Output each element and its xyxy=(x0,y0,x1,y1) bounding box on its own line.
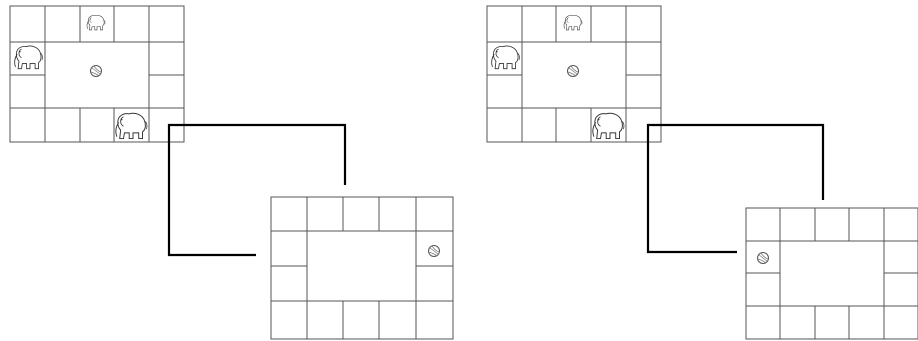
elephant-icon xyxy=(492,46,520,69)
right-target-board xyxy=(746,208,918,339)
elephant-icon xyxy=(15,46,43,69)
left-target-board xyxy=(271,197,453,339)
elephant-icon xyxy=(593,113,624,138)
right-panel xyxy=(487,6,918,339)
connector-line xyxy=(648,125,823,252)
ball-icon xyxy=(758,253,769,264)
connector-line xyxy=(169,125,345,255)
left-panel xyxy=(10,6,453,339)
elephant-icon xyxy=(564,15,582,30)
elephant-icon xyxy=(116,113,147,138)
ball-icon xyxy=(91,66,102,77)
ball-icon xyxy=(429,246,440,257)
elephant-icon xyxy=(87,15,105,30)
ball-icon xyxy=(568,66,579,77)
